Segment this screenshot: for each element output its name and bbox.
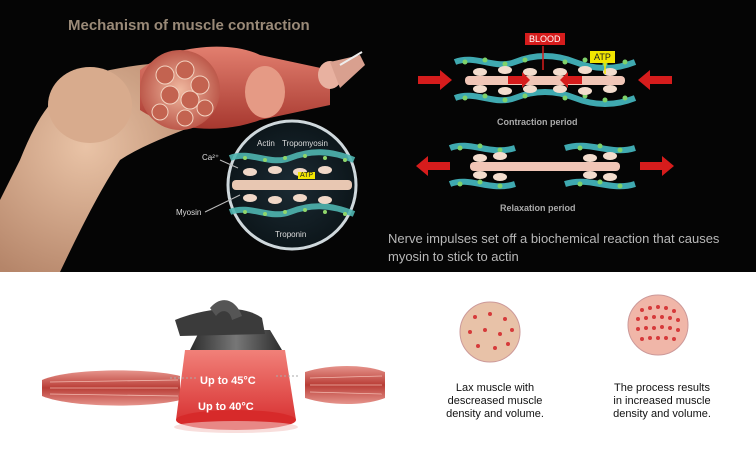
calcium-label: Ca²⁺ [202,153,220,162]
troponin-label: Troponin [275,230,307,239]
anatomy-illustration [0,46,674,272]
before-caption: Lax muscle with descreased muscle densit… [446,382,544,420]
contraction-caption: Contraction period [497,117,578,127]
after-caption: The process results in increased muscle … [613,382,711,420]
treatment-illustration [42,294,689,433]
page-title: Mechanism of muscle contraction [68,17,310,34]
atp-tag-small: ATP [298,172,316,179]
relaxation-caption: Relaxation period [500,203,576,213]
temp-low-label: Up to 40°C [198,401,254,413]
actin-label: Actin [257,139,275,148]
temp-high-label: Up to 45°C [200,375,256,387]
atp-tag: ATP [590,51,615,63]
description-text: Nerve impulses set off a biochemical rea… [388,231,720,264]
mechanism-panel: Mechanism of muscle contraction Actin Tr… [0,0,756,272]
myosin-label: Myosin [176,208,202,217]
tropomyosin-label: Tropomyosin [282,139,328,148]
blood-tag: BLOOD [525,33,565,45]
treatment-panel: Up to 45°C Up to 40°C Lax muscle with de… [0,272,756,472]
